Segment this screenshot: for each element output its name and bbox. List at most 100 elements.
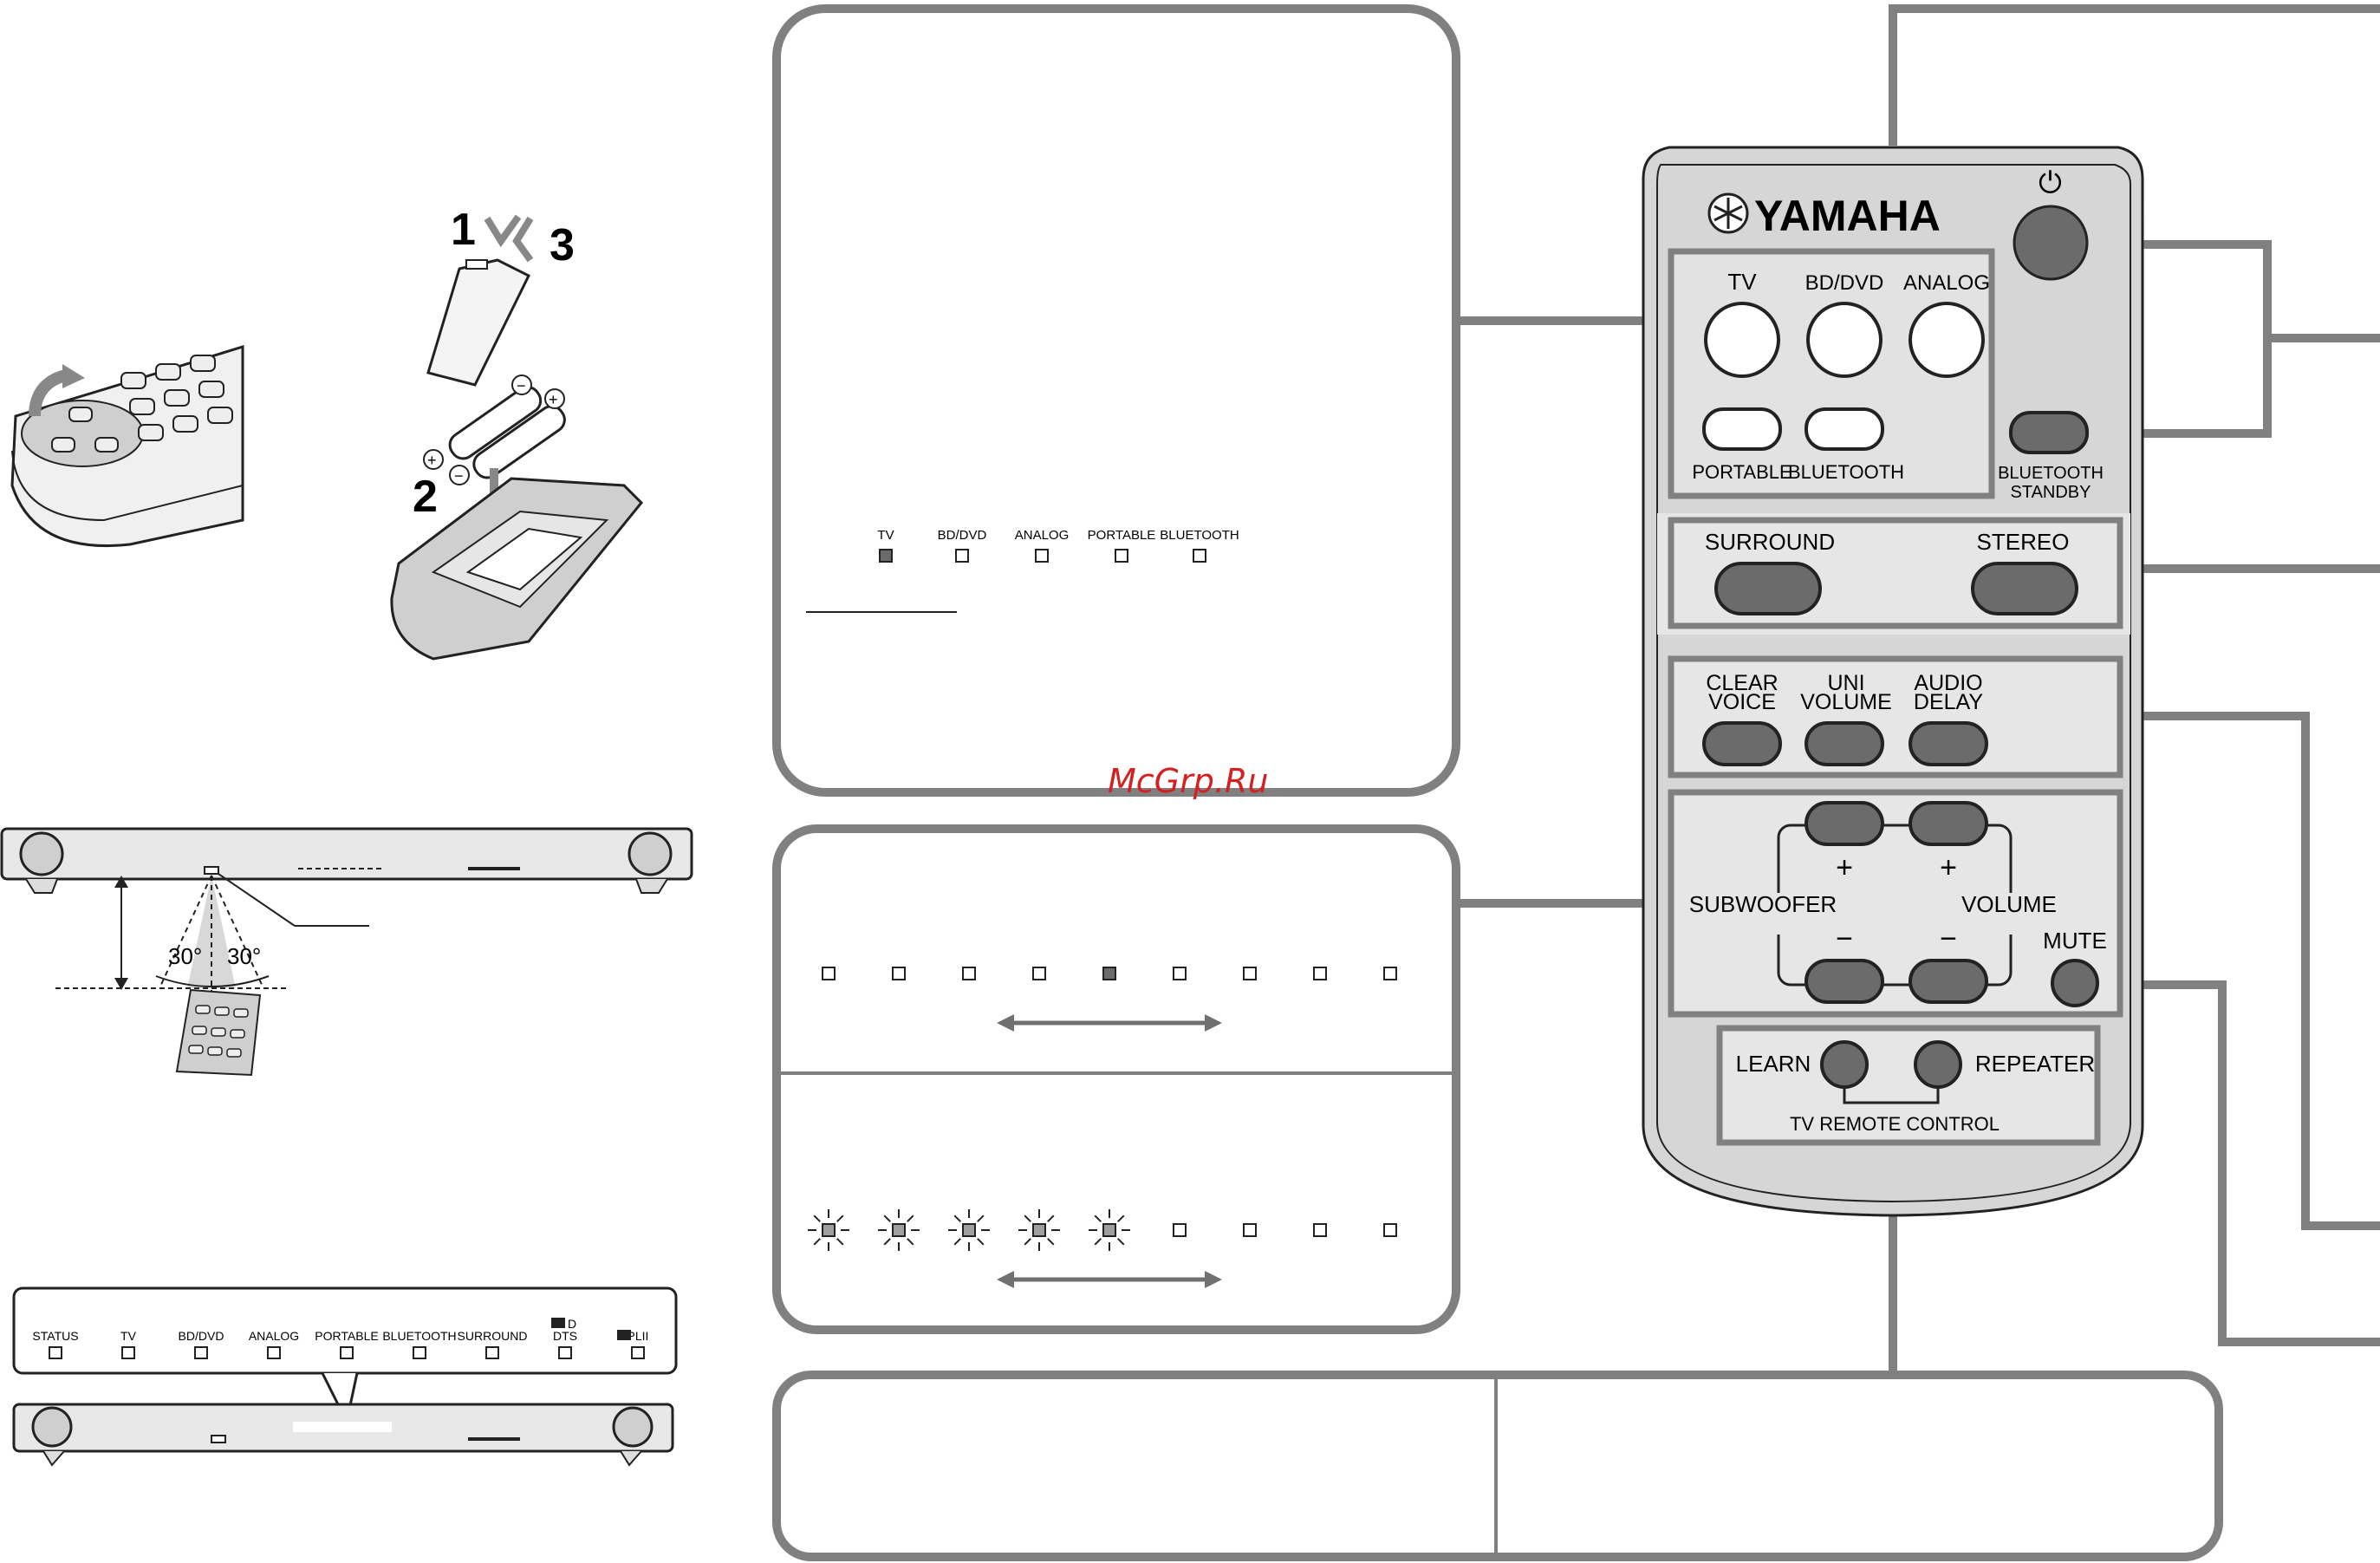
level-indicator-lamp: [1313, 967, 1327, 980]
level-arrow-top: [997, 1014, 1222, 1032]
remote-cover-illustration: [10, 344, 244, 548]
blink-ray: [813, 1215, 821, 1222]
bd-dvd-label: BD/DVD: [1805, 271, 1884, 295]
surround-button[interactable]: [1714, 562, 1822, 615]
front-panel-label: STATUS: [32, 1329, 78, 1343]
blink-ray: [883, 1215, 891, 1222]
blink-ray: [1094, 1238, 1102, 1246]
level-indicator-lamp: [1173, 1223, 1187, 1237]
plus-mark: +: [427, 452, 437, 469]
analog-button[interactable]: [1909, 302, 1985, 378]
blinking-indicator-lamp: [962, 1223, 976, 1237]
front-panel-label: DTS: [553, 1329, 577, 1343]
bluetooth-label: BLUETOOTH: [1788, 461, 1904, 483]
input-indicator-label: ANALOG: [1015, 528, 1070, 543]
input-indicator-label: BD/DVD: [938, 528, 987, 543]
bluetooth-standby-button[interactable]: [2009, 411, 2089, 454]
stereo-button[interactable]: [1971, 562, 2078, 615]
blink-ray: [1047, 1238, 1055, 1246]
uni-volume-button[interactable]: [1805, 721, 1884, 766]
portable-button[interactable]: [1702, 407, 1782, 451]
audio-delay-label-1: AUDIO: [1914, 671, 1982, 695]
front-panel-label: BD/DVD: [179, 1329, 224, 1343]
subwoofer-plus-label: +: [1836, 851, 1853, 884]
subwoofer-down-button[interactable]: [1805, 959, 1884, 1004]
front-panel-lamp: [340, 1346, 354, 1359]
level-indicator-lamp: [822, 967, 836, 980]
audio-delay-button[interactable]: [1909, 721, 1988, 766]
tv-button[interactable]: [1704, 302, 1780, 378]
level-indicator-lamp: [1173, 967, 1187, 980]
mute-label: MUTE: [2043, 928, 2107, 954]
blink-ray: [977, 1215, 985, 1222]
level-indicator-lamp: [1383, 967, 1397, 980]
input-indicator-label: TV: [877, 528, 894, 543]
power-button[interactable]: [2013, 205, 2089, 281]
front-panel-lamp: [413, 1346, 426, 1359]
blink-ray: [883, 1238, 891, 1246]
learn-button[interactable]: [1820, 1040, 1869, 1089]
uni-volume-label-1: UNI: [1827, 671, 1864, 695]
analog-label: ANALOG: [1903, 271, 1990, 295]
level-arrow-bottom: [997, 1271, 1222, 1288]
input-indicator-lamp: [1193, 549, 1206, 563]
plus-mark: +: [549, 391, 558, 408]
front-panel-lamp: [267, 1346, 281, 1359]
dolby-digital-mark: D: [568, 1317, 576, 1331]
step-1-label: 1: [451, 205, 476, 255]
remote-control: YAMAHA ⏻ TV BD/DVD ANALOG PORTABLE BLUET…: [1642, 146, 2144, 1217]
tv-label: TV: [1727, 269, 1757, 295]
level-indicator-panel: [772, 824, 1460, 1334]
blink-ray: [1024, 1238, 1031, 1246]
bluetooth-standby-label-2: STANDBY: [2011, 483, 2091, 502]
repeater-label: REPEATER: [1975, 1051, 2095, 1077]
input-indicator-lamp: [955, 549, 969, 563]
uni-volume-label-2: VOLUME: [1800, 690, 1892, 714]
clear-voice-button[interactable]: [1702, 721, 1782, 766]
angle-left-label: 30°: [168, 943, 202, 969]
blink-ray: [953, 1215, 961, 1222]
stereo-label: STEREO: [1977, 529, 2070, 555]
input-indicator-lamp: [1035, 549, 1049, 563]
volume-down-button[interactable]: [1909, 959, 1988, 1004]
input-indicator-label: BLUETOOTH: [1160, 528, 1239, 543]
remote-range-illustration: 30° 30°: [0, 827, 693, 1077]
input-indicator-lamp: [1115, 549, 1128, 563]
subwoofer-up-button[interactable]: [1805, 801, 1884, 846]
repeater-button[interactable]: [1914, 1040, 1962, 1089]
front-panel-label: BLUETOOTH: [382, 1329, 456, 1343]
front-panel-lamp: [49, 1346, 62, 1359]
front-panel-label: TV: [120, 1329, 137, 1343]
front-panel-lamp: [194, 1346, 208, 1359]
level-indicator-lamp: [892, 967, 906, 980]
audio-delay-label-2: DELAY: [1914, 690, 1983, 714]
blink-ray: [953, 1238, 961, 1246]
blink-ray: [1094, 1215, 1102, 1222]
yamaha-logo: YAMAHA: [1707, 192, 1941, 240]
blink-ray: [977, 1238, 985, 1246]
level-indicator-lamp: [1102, 967, 1116, 980]
bluetooth-button[interactable]: [1805, 407, 1884, 451]
front-panel-label: PORTABLE: [315, 1329, 378, 1343]
blinking-indicator-lamp: [1102, 1223, 1116, 1237]
front-panel-lamp: [121, 1346, 135, 1359]
bd-dvd-button[interactable]: [1806, 302, 1883, 378]
blink-ray: [1117, 1238, 1125, 1246]
mute-button[interactable]: [2051, 959, 2099, 1007]
volume-label: VOLUME: [1961, 891, 2057, 917]
step-2-label: 2: [413, 472, 438, 522]
volume-up-button[interactable]: [1909, 801, 1988, 846]
step-3-label: 3: [549, 220, 575, 270]
front-panel-label: PLII: [628, 1329, 649, 1343]
blink-ray: [836, 1238, 844, 1246]
level-indicator-lamp: [1313, 1223, 1327, 1237]
angle-right-label: 30°: [227, 943, 261, 969]
input-indicator-lamp: [879, 549, 893, 563]
watermark: McGrp.Ru: [1108, 762, 1268, 800]
dolby-icon: [551, 1318, 565, 1328]
tv-remote-control-label: TV REMOTE CONTROL: [1790, 1113, 2000, 1135]
learn-label: LEARN: [1736, 1051, 1811, 1077]
portable-label: PORTABLE: [1692, 461, 1792, 483]
